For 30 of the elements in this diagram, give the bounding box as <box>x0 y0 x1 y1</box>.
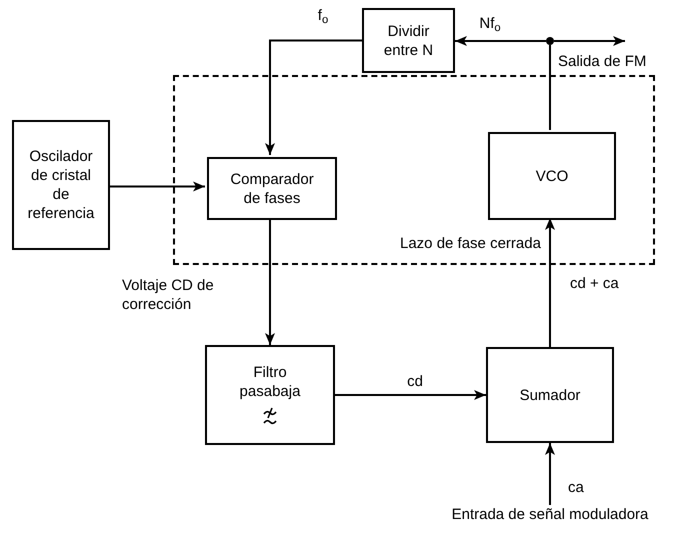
arrow <box>110 182 205 192</box>
arrow <box>265 40 362 155</box>
process-box <box>12 120 110 250</box>
box-label: Dividir entre N <box>382 22 434 60</box>
arrow <box>335 390 486 400</box>
process-box <box>362 8 455 73</box>
edge-label: f$_{o}$ <box>316 6 330 25</box>
edge-label: Nf$_{o}$ <box>478 14 502 33</box>
edge-label: cd + ca <box>570 274 620 293</box>
arrow <box>455 36 546 46</box>
arrow <box>265 218 275 345</box>
edge-label: cd <box>406 372 424 391</box>
box-label: VCO <box>536 166 568 186</box>
arrow <box>554 36 625 46</box>
process-box <box>486 347 614 443</box>
dashed-loop-boundary <box>173 75 655 265</box>
process-box <box>205 345 335 445</box>
edge-label: Voltaje CD de corrección <box>122 276 215 314</box>
input-text: Entrada de señal moduladora <box>440 505 660 549</box>
process-box <box>207 157 337 220</box>
box-label: Comparador de fases <box>229 170 315 208</box>
box-label: Oscilador de cristal de referencia <box>26 147 96 223</box>
arrow <box>545 443 555 505</box>
box-label: Filtro pasabaja <box>238 363 302 401</box>
process-box <box>488 132 616 220</box>
edge-label: Salida de FM <box>558 52 648 71</box>
arrow <box>545 218 555 347</box>
edge-label: ca <box>568 478 585 497</box>
loop-label: Lazo de fase cerrada <box>400 234 541 254</box>
box-label: Sumador <box>520 386 580 404</box>
